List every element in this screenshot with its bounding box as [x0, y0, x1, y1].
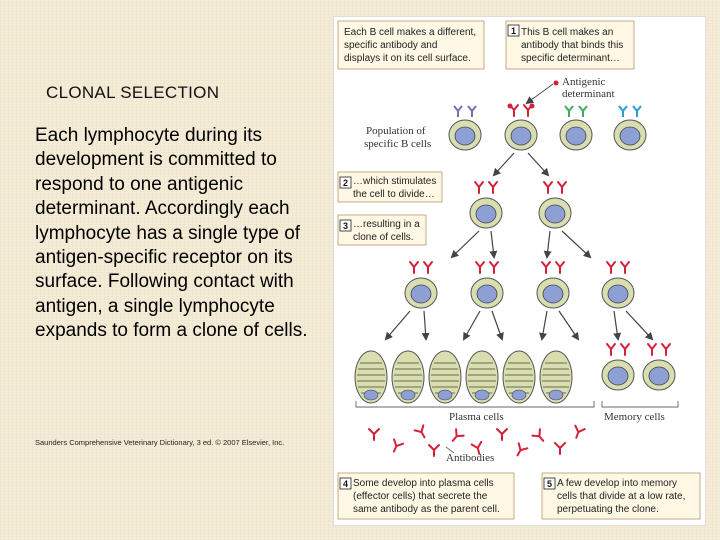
step-number-1: 1 — [511, 26, 516, 36]
memory-cell-1 — [601, 343, 635, 391]
callout-5-line-2: cells that divide at a low rate, — [557, 491, 685, 502]
body-text: Each lymphocyte during its development i… — [35, 125, 308, 342]
callout-4-line-1: Some develop into plasma cells — [353, 478, 494, 489]
callout-top: Each B cell makes a different, specific … — [337, 20, 485, 70]
arrow-gen3-3 — [543, 230, 552, 259]
step-number-4: 4 — [343, 479, 348, 489]
label-antigenic-1: Antigenic — [562, 76, 605, 88]
arrow-gen3-2 — [489, 230, 498, 259]
citation: Saunders Comprehensive Veterinary Dictio… — [35, 438, 285, 447]
callout-2: 2 …which stimulates the cell to divide… — [337, 171, 443, 203]
callout-2-line-1: …which stimulates — [353, 176, 436, 187]
b-cell-purple — [448, 105, 482, 151]
step-number-3: 3 — [343, 221, 348, 231]
arrow-plasma-6 — [558, 310, 580, 341]
arrow-divide-left — [492, 152, 515, 177]
callout-4: 4 Some develop into plasma cells (effect… — [337, 472, 515, 520]
clone-cell-gen3-4 — [601, 261, 635, 309]
clone-cell-gen2-left — [469, 181, 503, 229]
callout-top-line-3: displays it on its cell surface. — [344, 53, 471, 64]
clone-cell-gen2-right — [538, 181, 572, 229]
label-antibodies: Antibodies — [446, 452, 494, 464]
callout-1-line-2: antibody that binds this — [521, 40, 623, 51]
arrow-plasma-1 — [384, 310, 411, 341]
plasma-cell-1 — [354, 350, 388, 404]
label-plasma-cells: Plasma cells — [449, 411, 504, 423]
callout-4-line-3: same antibody as the parent cell. — [353, 504, 500, 515]
b-cell-red-selected — [504, 103, 538, 151]
label-population-1: Population of — [366, 125, 426, 137]
callout-top-line-1: Each B cell makes a different, — [344, 27, 476, 38]
arrow-divide-right — [527, 152, 550, 177]
callout-5-line-3: perpetuating the clone. — [557, 504, 659, 515]
step-number-2: 2 — [343, 178, 348, 188]
arrow-memory-2 — [625, 310, 654, 341]
arrow-plasma-3 — [463, 310, 481, 341]
callout-5: 5 A few develop into memory cells that d… — [541, 472, 701, 520]
memory-cell-2 — [642, 343, 676, 391]
callout-5-line-1: A few develop into memory — [557, 478, 677, 489]
plasma-cell-6 — [539, 350, 573, 404]
arrow-plasma-5 — [539, 310, 548, 341]
label-population-2: specific B cells — [364, 138, 431, 150]
antibodies-pointer — [445, 446, 455, 454]
arrow-plasma-2 — [421, 310, 430, 341]
label-antigenic-2: determinant — [562, 88, 615, 100]
clone-cell-gen3-3 — [536, 261, 570, 309]
callout-top-line-2: specific antibody and — [344, 40, 437, 51]
callout-3-line-1: …resulting in a — [353, 219, 420, 230]
memory-bracket — [601, 401, 679, 408]
clone-cell-gen3-2 — [470, 261, 504, 309]
callout-2-line-2: the cell to divide… — [353, 189, 435, 200]
b-cell-blue — [613, 105, 647, 151]
arrow-memory-1 — [613, 310, 622, 341]
clonal-selection-figure: Each B cell makes a different, specific … — [333, 16, 706, 526]
callout-3-line-2: clone of cells. — [353, 232, 414, 243]
clone-cell-gen3-1 — [404, 261, 438, 309]
step-number-5: 5 — [547, 479, 552, 489]
b-cell-green — [559, 105, 593, 151]
callout-1: 1 This B cell makes an antibody that bin… — [505, 20, 635, 70]
arrow-gen3-4 — [561, 230, 592, 259]
arrow-plasma-4 — [491, 310, 504, 341]
callout-1-line-3: specific determinant… — [521, 53, 620, 64]
plasma-cell-3 — [428, 350, 462, 404]
arrow-gen3-1 — [450, 230, 480, 259]
callout-3: 3 …resulting in a clone of cells. — [337, 214, 427, 246]
plasma-cell-4 — [465, 350, 499, 404]
callout-1-line-1: This B cell makes an — [521, 27, 613, 38]
antigen-dot — [553, 80, 559, 86]
plasma-cell-2 — [391, 350, 425, 404]
slide-title: CLONAL SELECTION — [46, 83, 220, 102]
plasma-cell-5 — [502, 350, 536, 404]
callout-4-line-2: (effector cells) that secrete the — [353, 491, 488, 502]
plasma-bracket — [355, 401, 595, 408]
label-memory-cells: Memory cells — [604, 411, 665, 423]
antigen-pointer — [525, 83, 554, 105]
